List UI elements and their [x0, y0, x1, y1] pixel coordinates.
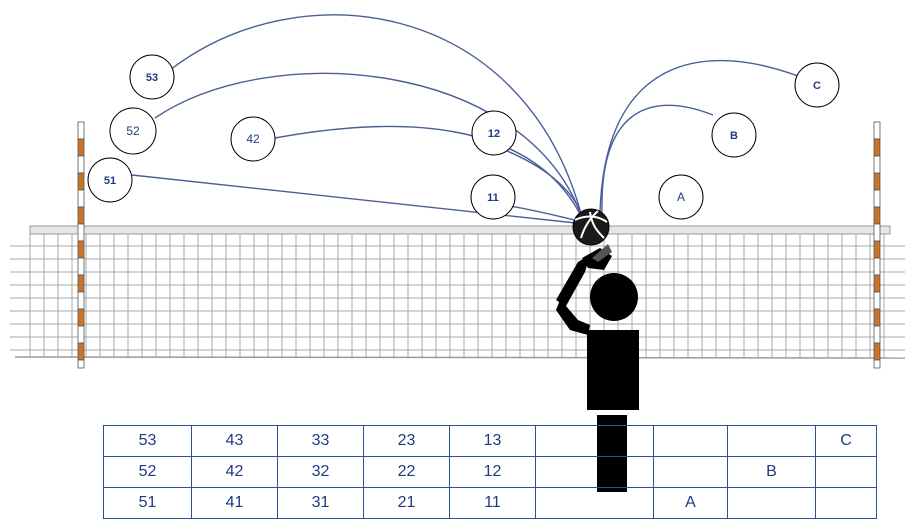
- zone-grid-cell: 43: [191, 425, 278, 457]
- zone-circles: 53 52 51 42 12 11 A B C: [87, 54, 840, 220]
- zone-grid-cell: 53: [103, 425, 192, 457]
- setter-head: [590, 273, 638, 321]
- zone-circle-12: 12: [471, 110, 517, 156]
- zone-grid-cell: B: [727, 456, 816, 488]
- zone-label-53: 53: [146, 72, 158, 84]
- trajectory-52: [154, 72, 581, 213]
- zone-grid-cell: [727, 425, 816, 457]
- volleyball-icon: [572, 208, 610, 246]
- zone-label-A: A: [677, 190, 685, 204]
- zone-label-12: 12: [488, 128, 500, 140]
- setter-torso: [587, 330, 639, 410]
- zone-grid-cell: 31: [277, 487, 364, 519]
- set-trajectories: [131, 14, 799, 225]
- zone-label-11: 11: [487, 192, 499, 204]
- zone-grid-cell: 11: [449, 487, 536, 519]
- zone-circle-53: 53: [129, 54, 175, 100]
- zone-circle-11: 11: [470, 174, 516, 220]
- zone-grid-cell: 52: [103, 456, 192, 488]
- trajectory-42: [274, 125, 581, 215]
- setter-arm: [556, 255, 590, 306]
- zone-grid-cell: 21: [363, 487, 450, 519]
- right-antenna: [873, 121, 881, 369]
- zone-grid-cell: 13: [449, 425, 536, 457]
- zone-grid-cell: [815, 487, 877, 519]
- zone-grid-cell: 22: [363, 456, 450, 488]
- zone-grid-cell: [653, 456, 728, 488]
- trajectory-51: [131, 174, 586, 225]
- zone-grid-cell: 33: [277, 425, 364, 457]
- zone-circle-C: C: [794, 62, 840, 108]
- volleyball-net: [10, 225, 906, 359]
- zone-grid-cell: [535, 456, 654, 488]
- zone-grid-cell: [815, 456, 877, 488]
- zone-label-B: B: [730, 130, 738, 142]
- zone-label-51: 51: [104, 175, 116, 187]
- zone-grid-cell: [727, 487, 816, 519]
- trajectory-53: [169, 14, 581, 211]
- trajectory-C: [599, 59, 799, 213]
- zone-grid-cell: C: [815, 425, 877, 457]
- zone-grid-cell: 23: [363, 425, 450, 457]
- zone-grid-cell: [535, 425, 654, 457]
- zone-grid-cell: 32: [277, 456, 364, 488]
- zone-grid-cell: A: [653, 487, 728, 519]
- zone-circle-51: 51: [87, 157, 133, 203]
- zone-grid-cell: 42: [191, 456, 278, 488]
- left-antenna: [77, 121, 85, 369]
- zone-label-C: C: [813, 80, 821, 92]
- zone-grid-cell: [653, 425, 728, 457]
- zone-grid-cell: 41: [191, 487, 278, 519]
- zone-circle-52: 52: [109, 107, 157, 155]
- zone-grid-cell: [535, 487, 654, 519]
- zone-grid-cell: 12: [449, 456, 536, 488]
- zone-circle-42: 42: [230, 116, 276, 162]
- trajectory-B: [601, 104, 714, 213]
- zone-grid-cell: 51: [103, 487, 192, 519]
- zone-circle-A: A: [658, 174, 704, 220]
- zone-label-42: 42: [246, 132, 260, 146]
- zone-circle-B: B: [711, 112, 757, 158]
- zone-label-52: 52: [126, 124, 140, 138]
- trajectory-12: [504, 149, 583, 216]
